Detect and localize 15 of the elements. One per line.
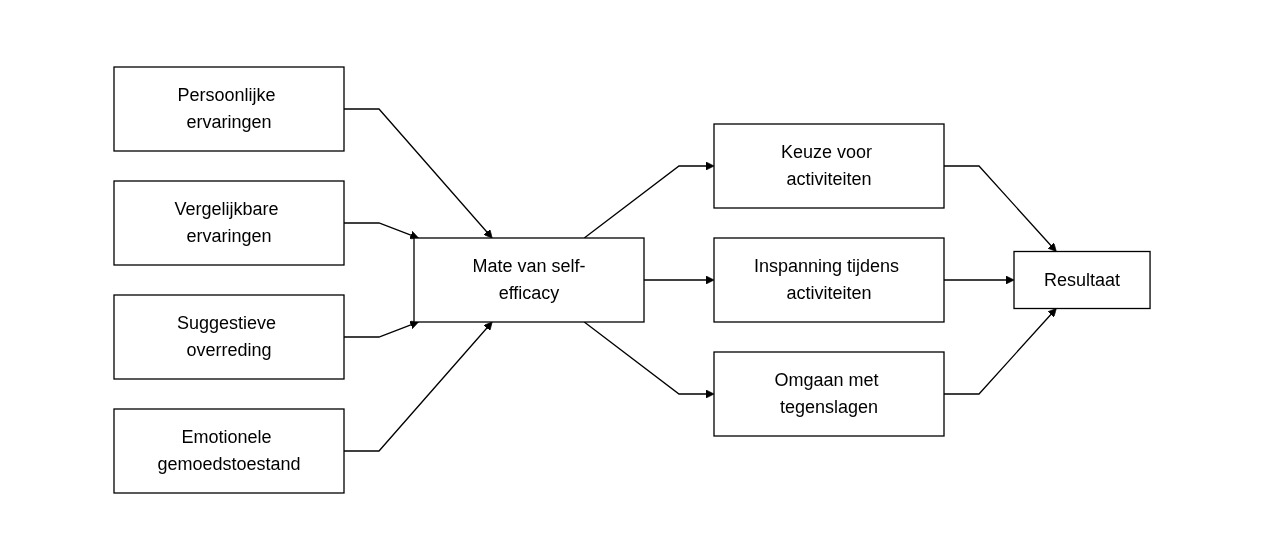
node-box: Emotionele gemoedstoestand bbox=[113, 408, 345, 494]
node-box: Omgaan met tegenslagen bbox=[713, 351, 945, 437]
node-box: Mate van self-efficacy bbox=[413, 237, 645, 323]
arrow bbox=[943, 308, 1057, 395]
node-box: Suggestieve overreding bbox=[113, 294, 345, 380]
node-box: Persoonlijke ervaringen bbox=[113, 66, 345, 152]
node-box: Keuze voor activiteiten bbox=[713, 123, 945, 209]
arrow bbox=[343, 321, 493, 452]
node-box: Resultaat bbox=[1013, 250, 1151, 310]
arrow bbox=[343, 222, 419, 240]
node-box: Vergelijkbare ervaringen bbox=[113, 180, 345, 266]
arrow bbox=[343, 108, 493, 239]
arrow bbox=[343, 320, 419, 338]
node-box: Inspanning tijdens activiteiten bbox=[713, 237, 945, 323]
arrow bbox=[943, 165, 1057, 252]
